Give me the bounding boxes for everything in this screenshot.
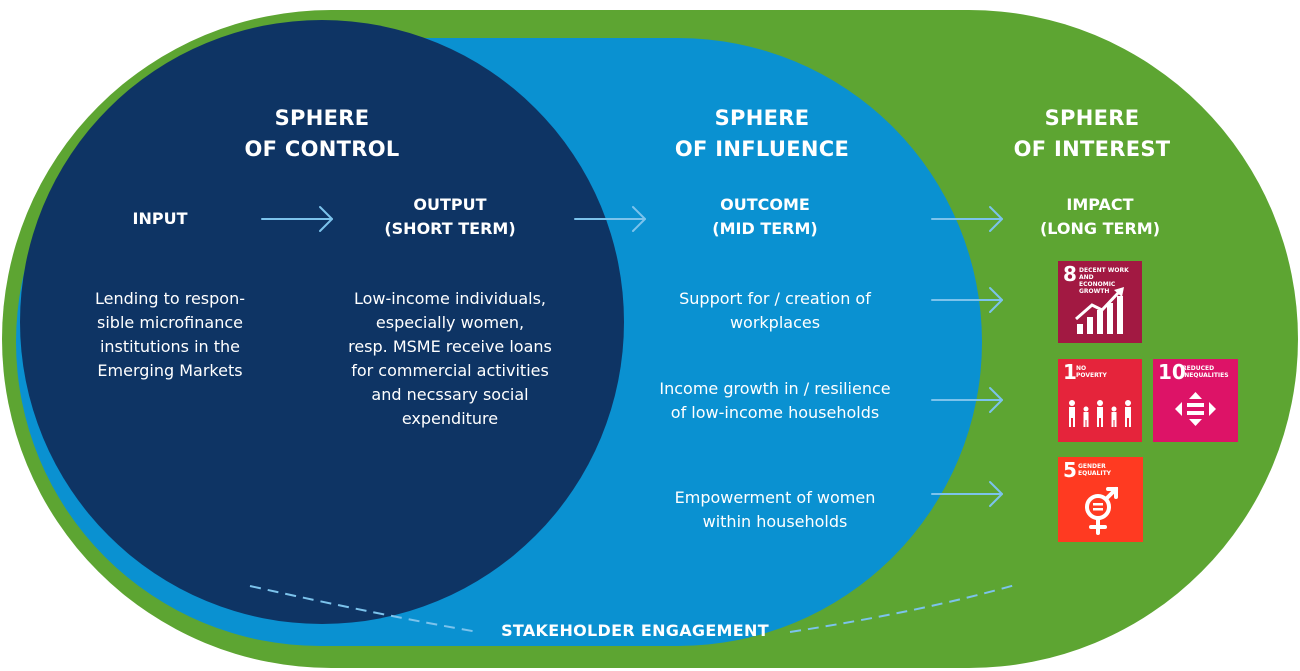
outcome-line: Empowerment of women: [674, 488, 876, 507]
sdg-1-label: NO POVERTY: [1076, 365, 1107, 379]
sdg-8-number: 8: [1063, 262, 1077, 286]
output-text-line: especially women,: [375, 313, 525, 332]
stage-outcome-line1: OUTCOME: [720, 195, 810, 214]
arrow-outcome-impact: [931, 206, 1003, 232]
stage-impact-line2: (LONG TERM): [1039, 219, 1161, 238]
stakeholder-dashed-left: [249, 585, 479, 633]
sdg-1-label-line2: POVERTY: [1076, 372, 1107, 379]
output-text-line: resp. MSME receive loans: [348, 337, 552, 356]
outcome-line: workplaces: [729, 313, 821, 332]
sphere-of-control-heading: SPHERE OF CONTROL: [222, 103, 422, 165]
sdg-10-label-line2: INEQUALITIES: [1182, 372, 1229, 379]
stakeholder-dashed-right: [789, 584, 1016, 633]
sphere-of-interest-heading: SPHERE OF INTEREST: [982, 103, 1202, 165]
sdg-5-label: GENDER EQUALITY: [1078, 463, 1111, 477]
arrow-outcome-1: [931, 287, 1003, 313]
outcome-line: Income growth in / resilience: [659, 379, 891, 398]
stage-output-line2: (SHORT TERM): [384, 219, 516, 238]
sdg-1-number: 1: [1063, 360, 1077, 384]
growth-chart-icon: [1075, 287, 1124, 334]
sdg-10-label: REDUCED INEQUALITIES: [1182, 365, 1229, 379]
sdg-8-tile: 8 DECENT WORK AND ECONOMIC GROWTH: [1058, 261, 1142, 343]
arrow-output-outcome: [574, 206, 646, 232]
arrow-input-output: [261, 206, 333, 232]
input-description: Lending to respon- sible microfinance in…: [60, 287, 280, 383]
sdg-5-number: 5: [1063, 458, 1077, 482]
sdg-10-number: 10: [1158, 360, 1186, 384]
outcome-line: within households: [702, 512, 848, 531]
sphere-control-line2: OF CONTROL: [244, 137, 400, 161]
outcome-item-3: Empowerment of women within households: [630, 486, 920, 534]
sdg-8-label-line1: DECENT WORK AND: [1079, 267, 1129, 281]
gender-symbol-icon: [1085, 487, 1118, 535]
sdg-5-label-line1: GENDER: [1078, 463, 1106, 470]
arrow-outcome-2: [931, 387, 1003, 413]
input-text-line: Lending to respon-: [94, 289, 245, 308]
outcome-line: Support for / creation of: [679, 289, 871, 308]
sdg-5-tile: 5 GENDER EQUALITY: [1058, 457, 1143, 542]
sphere-interest-line2: OF INTEREST: [1013, 137, 1171, 161]
input-text-line: institutions in the: [99, 337, 241, 356]
stakeholder-engagement-label: STAKEHOLDER ENGAGEMENT: [501, 621, 769, 640]
sphere-influence-line1: SPHERE: [714, 106, 810, 130]
stage-output-line1: OUTPUT: [413, 195, 487, 214]
sdg-1-tile: 1 NO POVERTY: [1058, 359, 1142, 442]
stage-output-label: OUTPUT (SHORT TERM): [370, 193, 530, 241]
sphere-of-control-shape: [20, 20, 624, 624]
input-text-line: sible microfinance: [97, 313, 243, 332]
output-text-line: expenditure: [401, 409, 499, 428]
output-text-line: and necssary social: [371, 385, 529, 404]
sdg-8-label: DECENT WORK AND ECONOMIC GROWTH: [1079, 267, 1142, 295]
stage-outcome-line2: (MID TERM): [712, 219, 818, 238]
sphere-control-line1: SPHERE: [274, 106, 370, 130]
output-text-line: Low-income individuals,: [353, 289, 547, 308]
sdg-10-label-line1: REDUCED: [1182, 365, 1215, 372]
sphere-influence-line2: OF INFLUENCE: [674, 137, 850, 161]
outcome-item-2: Income growth in / resilience of low-inc…: [630, 377, 920, 425]
sphere-interest-line1: SPHERE: [1044, 106, 1140, 130]
output-description: Low-income individuals, especially women…: [320, 287, 580, 431]
sdg-10-tile: 10 REDUCED INEQUALITIES: [1153, 359, 1238, 442]
stage-impact-line1: IMPACT: [1066, 195, 1134, 214]
stage-impact-label: IMPACT (LONG TERM): [1025, 193, 1175, 241]
stage-input-line1: INPUT: [132, 209, 188, 228]
stage-outcome-label: OUTCOME (MID TERM): [690, 193, 840, 241]
equality-arrows-icon: [1175, 392, 1216, 426]
output-text-line: for commercial activities: [351, 361, 549, 380]
family-icon: [1069, 400, 1131, 427]
outcome-line: of low-income households: [670, 403, 880, 422]
sphere-of-influence-heading: SPHERE OF INFLUENCE: [647, 103, 877, 165]
input-text-line: Emerging Markets: [97, 361, 243, 380]
stage-input-label: INPUT: [100, 207, 220, 231]
outcome-item-1: Support for / creation of workplaces: [630, 287, 920, 335]
arrow-outcome-3: [931, 481, 1003, 507]
sdg-1-label-line1: NO: [1076, 365, 1087, 372]
sdg-8-label-line2: ECONOMIC GROWTH: [1079, 281, 1116, 295]
sdg-5-label-line2: EQUALITY: [1078, 470, 1112, 477]
